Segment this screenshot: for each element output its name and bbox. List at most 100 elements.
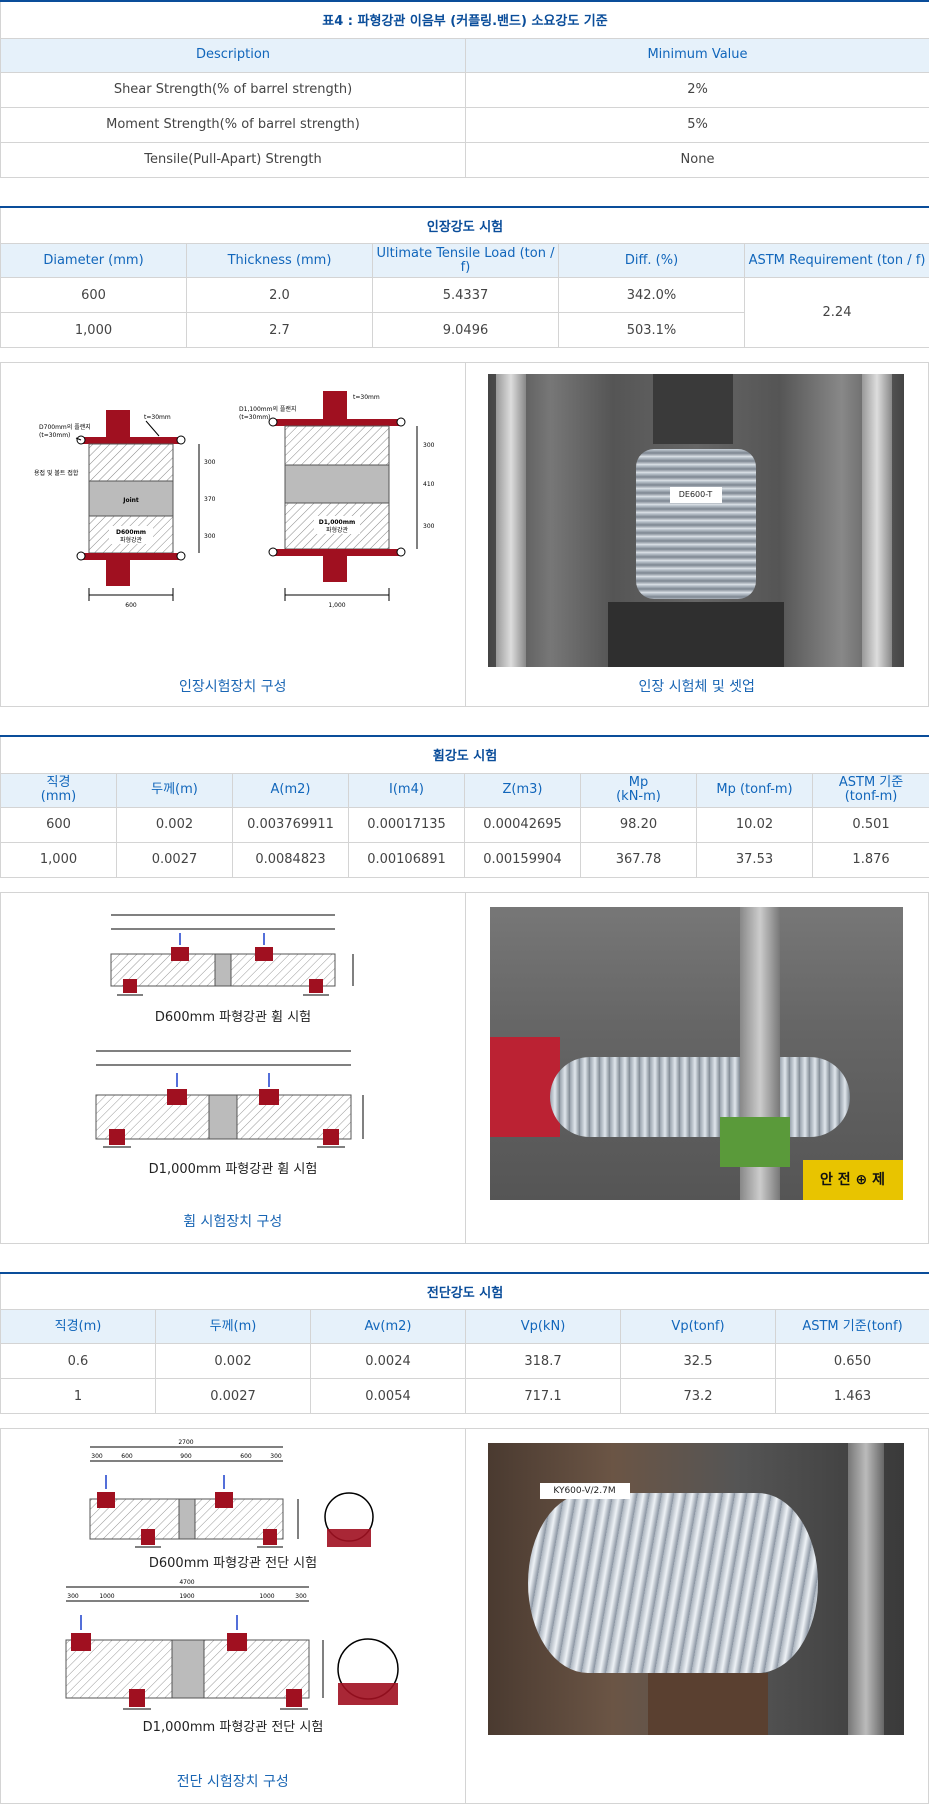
bending-panel: D600mm 파형강관 휨 시험 D1,000mm 파형강관 휨 시험 휨 시험… — [0, 891, 929, 1244]
table-cell: 342.0% — [558, 277, 745, 313]
d1000-top-flange — [273, 419, 401, 426]
load-plate — [171, 946, 189, 961]
table2-title: 인장강도 시험 — [0, 205, 929, 244]
table-cell: 2.7 — [186, 312, 373, 348]
photo-specimen-tag: KY600-V/2.7M — [539, 1483, 630, 1499]
table4-title: 전단강도 시험 — [0, 1271, 929, 1310]
table-header: ASTM 기준 (tonf-m) — [811, 772, 929, 808]
d1000-dim: 300 — [423, 442, 435, 449]
table-cell: 73.2 — [620, 1378, 776, 1414]
d600-joint-label: Joint — [122, 497, 139, 504]
d1000-bolt — [396, 417, 406, 427]
table-cell: 0.00159904 — [464, 841, 581, 878]
table-cell: 0.002 — [116, 806, 233, 843]
table-header: Av(m2) — [310, 1309, 466, 1344]
d1000-width: 1,000 — [328, 602, 345, 609]
table-cell: 318.7 — [465, 1343, 621, 1379]
shear-dim: 1900 — [179, 1593, 194, 1600]
bending-test-diagram: D600mm 파형강관 휨 시험 D1,000mm 파형강관 휨 시험 — [95, 914, 364, 1177]
table-cell: 600 — [0, 806, 117, 843]
d600-weld-label: 용접 및 볼트 접합 — [34, 469, 79, 477]
table-cell: Moment Strength(% of barrel strength) — [0, 106, 466, 143]
d1000-flange-label: D1,100mm의 플랜지 — [239, 405, 296, 413]
shear-strength-table: 전단강도 시험 직경(m) 두께(m) Av(m2) Vp(kN) Vp(ton… — [0, 1271, 929, 1414]
d600-bolt — [176, 551, 186, 561]
d1000-bolt — [268, 547, 278, 557]
leader-line — [145, 420, 160, 437]
support — [263, 1529, 277, 1545]
table-cell: 2% — [465, 71, 929, 108]
table-cell: 0.002 — [155, 1343, 311, 1379]
tensile-panel: Joint D600mm 파형강관 D700mm의 플랜지 (t=30mm) 용… — [0, 362, 929, 707]
photo-base — [607, 602, 784, 667]
d1000-dim: 300 — [423, 523, 435, 530]
joint-strength-table: 표4 : 파형강관 이음부 (커플링.밴드) 소요강도 기준 Descripti… — [0, 0, 929, 178]
table-cell: 2.0 — [186, 277, 373, 313]
table-cell: 367.78 — [580, 841, 697, 878]
load-plate — [255, 946, 273, 961]
table-header: ASTM Requirement (ton / f) — [743, 243, 929, 278]
table-cell: 10.02 — [696, 806, 813, 843]
tensile-diagram-area: Joint D600mm 파형강관 D700mm의 플랜지 (t=30mm) 용… — [1, 363, 465, 706]
bending-d600-label: D600mm 파형강관 휨 시험 — [155, 1010, 311, 1025]
table-header: Diameter (mm) — [0, 243, 187, 278]
load-plate — [97, 1492, 115, 1508]
table-header: Vp(kN) — [465, 1309, 621, 1344]
load-plate — [215, 1492, 233, 1508]
d600-flange-label2: (t=30mm) — [39, 432, 70, 439]
d1000-name: D1,000mm — [319, 519, 355, 526]
shear-setup-photo: KY600-V/2.7M — [487, 1443, 904, 1735]
table-cell: 1,000 — [0, 312, 187, 348]
d600-top-flange — [81, 437, 181, 444]
shear-dim: 300 — [67, 1593, 79, 1600]
photo-specimen-tag: DE600-T — [669, 487, 722, 503]
d600-joint — [88, 480, 174, 517]
table1-title: 표4 : 파형강관 이음부 (커플링.밴드) 소요강도 기준 — [0, 0, 929, 39]
shear-dim: 600 — [121, 1453, 133, 1460]
d1000-bolt — [396, 547, 406, 557]
d600-bottom-stub — [106, 560, 130, 586]
tensile-strength-table: 인장강도 시험 Diameter (mm) Thickness (mm) Ult… — [0, 205, 929, 348]
table1-header-minimum: Minimum Value — [465, 37, 929, 73]
d600-bolt — [76, 551, 86, 561]
tensile-photo-area: DE600-T 인장 시험체 및 셋업 — [464, 363, 929, 706]
photo-safety-sign: 안 전 ⊕ 제 — [802, 1159, 903, 1200]
table-header: A(m2) — [232, 772, 349, 808]
d1000-beam-joint — [208, 1094, 238, 1139]
table-cell: 1.463 — [774, 1378, 929, 1414]
table-cell: 5% — [465, 106, 929, 143]
support — [123, 978, 137, 993]
tensile-diagram-caption: 인장시험장치 구성 — [179, 679, 287, 695]
shear-test-diagram: 2700 300 600 900 600 300 D — [65, 1439, 399, 1735]
table-header: Thickness (mm) — [186, 243, 373, 278]
photo-specimen — [635, 449, 756, 599]
shear-dim: 1000 — [99, 1593, 114, 1600]
table1-header-description: Description — [0, 37, 466, 73]
table-cell: 0.0027 — [155, 1378, 311, 1414]
load-plate — [167, 1088, 187, 1105]
bending-strength-table: 휨강도 시험 직경 (mm) 두께(m) A(m2) I(m4) Z(m3) M… — [0, 735, 929, 878]
table-header: 직경 (mm) — [0, 772, 117, 808]
d1000-name-bg — [314, 516, 360, 534]
d600-saddle — [327, 1529, 371, 1547]
table-cell: Tensile(Pull-Apart) Strength — [0, 141, 466, 178]
table-header: Ultimate Tensile Load (ton / f) — [372, 243, 559, 278]
tensile-setup-photo: DE600-T — [487, 374, 904, 667]
table-cell: 5.4337 — [372, 277, 559, 313]
support — [109, 1128, 125, 1145]
d1000-flange-label2: (t=30mm) — [239, 414, 270, 421]
d600-flange-label: D700mm의 플랜지 — [39, 423, 91, 431]
photo-green-stand — [719, 1116, 790, 1167]
load-plate — [227, 1633, 247, 1651]
d600-width: 600 — [125, 602, 137, 609]
photo-pipe — [527, 1493, 818, 1673]
support — [129, 1689, 145, 1707]
table-cell: 32.5 — [620, 1343, 776, 1379]
d600-bolt — [176, 435, 186, 445]
d600-thickness-label: t=30mm — [144, 414, 171, 421]
d1000-thickness-label: t=30mm — [353, 394, 380, 401]
d600-top-stub — [106, 410, 130, 438]
table-cell: 0.501 — [811, 806, 929, 843]
astm-requirement-cell: 2.24 — [743, 277, 929, 348]
table-header: Vp(tonf) — [620, 1309, 776, 1344]
